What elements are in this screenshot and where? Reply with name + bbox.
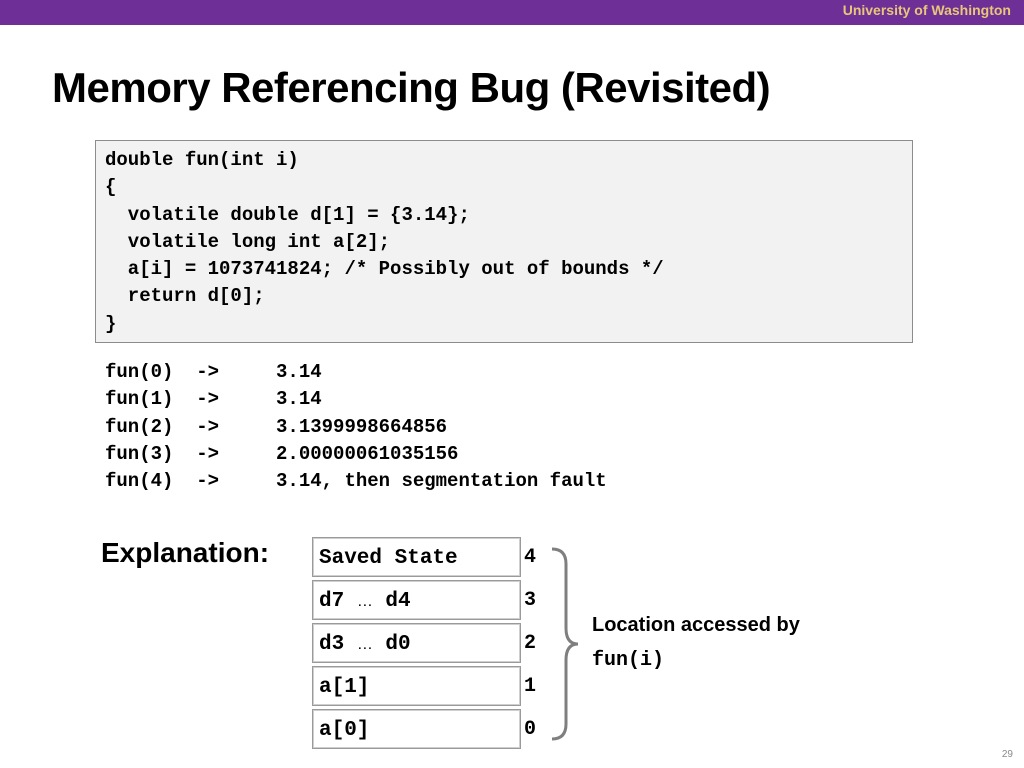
stack-cell-label: Saved State xyxy=(319,547,458,570)
result-line: fun(1) -> 3.14 xyxy=(105,388,322,411)
code-line: { xyxy=(105,176,117,199)
stack-cell-d3-d0: d3 … d0 xyxy=(312,623,521,663)
stack-cell-label: d3 … d0 xyxy=(319,633,411,656)
stack-cell-text: a[1] xyxy=(319,676,370,699)
stack-cell-text: d3 xyxy=(319,633,357,656)
results-block: fun(0) -> 3.14 fun(1) -> 3.14 fun(2) -> … xyxy=(105,359,607,495)
stack-index: 0 xyxy=(524,718,537,741)
stack-cell-a1: a[1] xyxy=(312,666,521,706)
stack-cell-text: d7 xyxy=(319,590,357,613)
code-line: double fun(int i) xyxy=(105,149,299,171)
location-code: fun(i) xyxy=(592,649,665,672)
stack-cell-text: a[0] xyxy=(319,719,370,742)
result-line: fun(2) -> 3.1399998664856 xyxy=(105,415,448,438)
stack-cell-label: a[0] xyxy=(319,719,369,742)
page-number: 29 xyxy=(1001,749,1013,760)
stack-cell-label: d7 … d4 xyxy=(319,590,411,613)
stack-index: 3 xyxy=(524,589,537,612)
stack-cell-d7-d4: d7 … d4 xyxy=(312,580,521,620)
code-line: volatile double d[1] = {3.14}; xyxy=(105,203,470,226)
stack-cell-label: a[1] xyxy=(319,676,369,699)
result-line: fun(0) -> 3.14 xyxy=(105,361,322,383)
stack-cell-text: d0 xyxy=(372,633,411,656)
stack-index: 2 xyxy=(524,632,537,655)
location-label: Location accessed by xyxy=(592,614,800,636)
stack-cell-a0: a[0] xyxy=(312,709,521,749)
result-line: fun(3) -> 2.00000061035156 xyxy=(105,442,459,465)
code-line: return d[0]; xyxy=(105,285,265,308)
stack-cell-text: d4 xyxy=(372,590,411,613)
header-bar: University of Washington xyxy=(0,0,1024,25)
curly-brace-icon xyxy=(551,547,579,741)
code-line: volatile long int a[2]; xyxy=(105,230,391,253)
code-line: a[i] = 1073741824; /* Possibly out of bo… xyxy=(105,258,664,281)
ellipsis: … xyxy=(356,636,373,653)
stack-index: 4 xyxy=(524,546,537,569)
result-line: fun(4) -> 3.14, then segmentation fault xyxy=(105,470,607,493)
code-block: double fun(int i) { volatile double d[1]… xyxy=(95,140,913,343)
stack-cell-text: Saved State xyxy=(319,547,458,570)
explanation-label: Explanation: xyxy=(101,537,270,568)
ellipsis: … xyxy=(356,593,373,610)
slide-title: Memory Referencing Bug (Revisited) xyxy=(52,64,771,111)
institution-name: University of Washington xyxy=(842,2,1011,18)
code-line: } xyxy=(105,312,117,335)
code-text: double fun(int i) { volatile double d[1]… xyxy=(105,147,664,338)
stack-cell-saved-state: Saved State xyxy=(312,537,521,577)
stack-index: 1 xyxy=(524,675,537,698)
